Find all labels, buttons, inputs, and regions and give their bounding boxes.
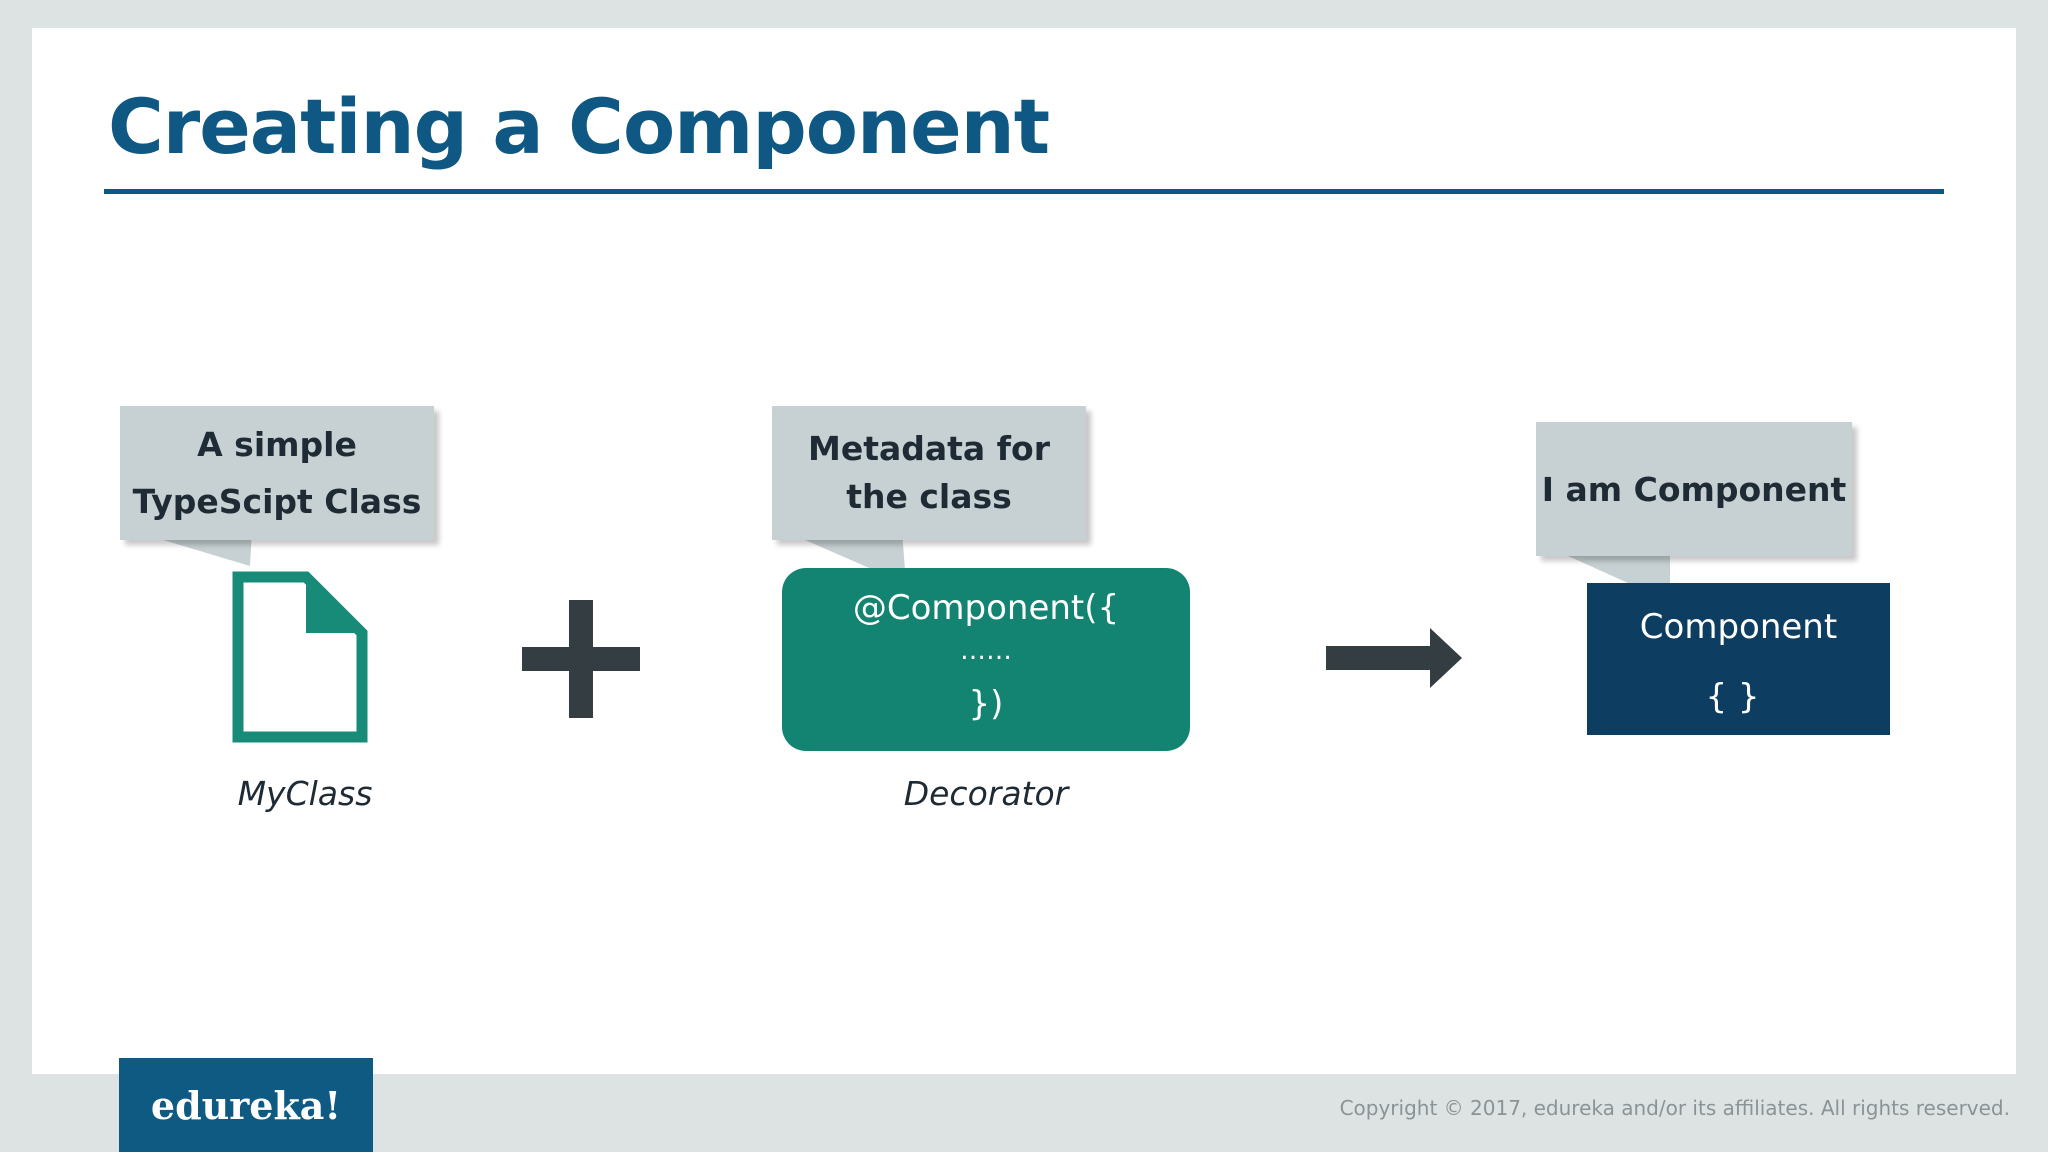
callout-class-line-2: TypeScipt Class bbox=[132, 482, 422, 521]
callout-class-line-1: A simple bbox=[197, 425, 357, 464]
slide-title: Creating a Component bbox=[108, 82, 1050, 171]
title-underline bbox=[104, 189, 1944, 194]
callout-component-line-1: I am Component bbox=[1541, 469, 1847, 509]
callout-decorator-line-2: the class bbox=[846, 477, 1012, 516]
caption-decorator: Decorator bbox=[903, 774, 1069, 813]
component-box: Component { } bbox=[1587, 583, 1890, 735]
document-icon bbox=[232, 571, 368, 743]
right-arrow-icon bbox=[1326, 628, 1462, 688]
callout-decorator-line-1: Metadata for bbox=[808, 429, 1050, 468]
caption-myclass: MyClass bbox=[237, 774, 373, 813]
decorator-code-line-3: }) bbox=[968, 684, 1004, 724]
copyright-notice: Copyright © 2017, edureka and/or its aff… bbox=[1339, 1096, 2010, 1120]
plus-icon bbox=[522, 600, 640, 718]
callout-component: I am Component bbox=[1536, 422, 1852, 556]
callout-class: A simple TypeScipt Class bbox=[120, 406, 434, 540]
decorator-code-line-1: @Component({ bbox=[852, 588, 1120, 628]
edureka-logo: edureka! bbox=[119, 1058, 373, 1152]
component-box-line-2: { } bbox=[1705, 677, 1760, 717]
decorator-code-line-2: …… bbox=[960, 636, 1012, 666]
logo-text: edureka! bbox=[150, 1082, 342, 1128]
callout-decorator: Metadata for the class bbox=[772, 406, 1086, 540]
decorator-code-box: @Component({ …… }) bbox=[782, 568, 1190, 751]
component-box-line-1: Component bbox=[1639, 607, 1838, 647]
